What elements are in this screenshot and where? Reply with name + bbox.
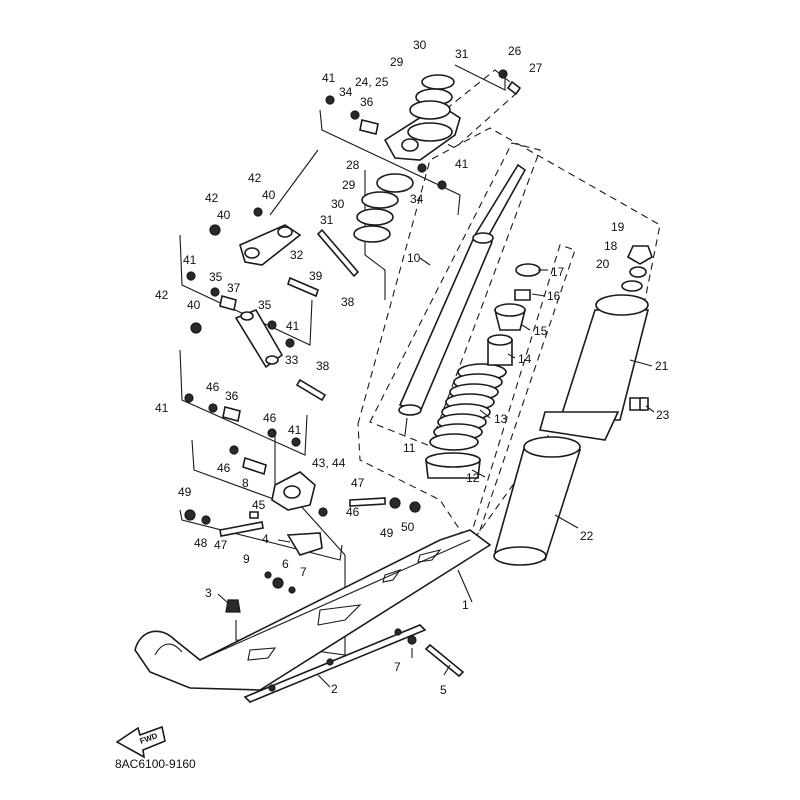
callout-28: 28 [346, 158, 360, 172]
callout-10: 10 [407, 251, 421, 265]
callout-32: 32 [290, 248, 304, 262]
callout-34: 34 [410, 192, 424, 206]
callout-41: 41 [455, 157, 469, 171]
callout-7: 7 [394, 660, 401, 674]
callout-33: 33 [285, 353, 299, 367]
link-32 [239, 224, 302, 266]
callout-41: 41 [286, 319, 300, 333]
callout-7: 7 [300, 565, 307, 579]
callout-18: 18 [604, 239, 618, 253]
callout-40: 40 [262, 188, 276, 202]
spring-13 [425, 363, 507, 479]
callout-41: 41 [155, 401, 169, 415]
callout-46: 46 [263, 411, 277, 425]
callout-38: 38 [316, 359, 330, 373]
callout-50: 49 [178, 485, 192, 499]
callout-42: 42 [205, 191, 219, 205]
callout-42: 42 [155, 288, 169, 302]
small-parts [184, 69, 508, 645]
callout-49: 49 [380, 526, 394, 540]
callout-27: 27 [529, 61, 543, 75]
callout-31: 31 [320, 213, 334, 227]
callout-24-25: 24, 25 [355, 75, 389, 89]
callout-41: 41 [288, 423, 302, 437]
callout-35: 35 [258, 298, 272, 312]
callout-13: 13 [494, 412, 508, 426]
callout-labels: 30 31 26 27 29 24, 25 41 34 36 41 34 28 … [155, 38, 670, 697]
washer-stack-top [353, 74, 455, 243]
callout-1: 1 [462, 598, 469, 612]
callout-41: 41 [183, 253, 197, 267]
callout-21: 21 [655, 359, 669, 373]
callout-12: 12 [466, 471, 480, 485]
callout-47: 47 [351, 476, 365, 490]
callout-26: 26 [508, 44, 522, 58]
callout-11: 11 [403, 441, 416, 455]
callout-45: 45 [252, 498, 266, 512]
damper-cap-parts [487, 263, 541, 366]
callout-23: 23 [656, 408, 670, 422]
callout-22: 22 [580, 529, 594, 543]
callout-36: 36 [225, 389, 239, 403]
callout-38: 38 [341, 295, 355, 309]
callout-29: 29 [342, 178, 356, 192]
callout-49: 48 [194, 536, 208, 550]
inner-tube-10 [398, 163, 527, 416]
callout-48: 47 [214, 538, 228, 552]
runner-2 [243, 624, 427, 703]
reference-code: 8AC6100-9160 [115, 757, 196, 771]
fwd-arrow-icon: FWD [115, 725, 166, 759]
boot-22 [493, 436, 582, 566]
callout-15: 15 [534, 324, 548, 338]
callout-43-44: 43, 44 [312, 456, 346, 470]
link-33 [234, 308, 284, 369]
callout-50: 50 [401, 520, 415, 534]
callout-39: 39 [309, 269, 323, 283]
callout-5: 5 [440, 683, 447, 697]
callout-8: 8 [242, 476, 249, 490]
callout-41: 41 [322, 71, 336, 85]
callout-31: 31 [455, 47, 469, 61]
ski-1 [134, 529, 492, 691]
callout-17: 17 [551, 265, 565, 279]
callout-29: 29 [390, 55, 404, 69]
callout-34: 34 [339, 85, 353, 99]
callout-16: 16 [547, 289, 561, 303]
callout-30: 30 [331, 197, 345, 211]
callout-9: 9 [243, 552, 250, 566]
bolts [219, 80, 649, 678]
callout-2: 2 [331, 682, 338, 696]
callout-3: 3 [205, 586, 212, 600]
callout-4: 4 [262, 532, 269, 546]
callout-42: 42 [248, 171, 262, 185]
link-pivot-43 [271, 471, 316, 511]
callout-46: 46 [217, 461, 231, 475]
callout-19: 19 [611, 220, 625, 234]
callout-40: 40 [217, 208, 231, 222]
callout-46: 46 [206, 380, 220, 394]
callout-46: 46 [346, 505, 360, 519]
callout-14: 14 [518, 352, 532, 366]
callout-6: 6 [282, 557, 289, 571]
cylinder-21 [538, 294, 650, 441]
callout-40: 40 [187, 298, 201, 312]
callout-36: 36 [360, 95, 374, 109]
callout-37: 37 [227, 281, 241, 295]
callout-20: 20 [596, 257, 610, 271]
callout-35: 35 [209, 270, 223, 284]
callout-30: 30 [413, 38, 427, 52]
callout-leaders [217, 257, 655, 688]
